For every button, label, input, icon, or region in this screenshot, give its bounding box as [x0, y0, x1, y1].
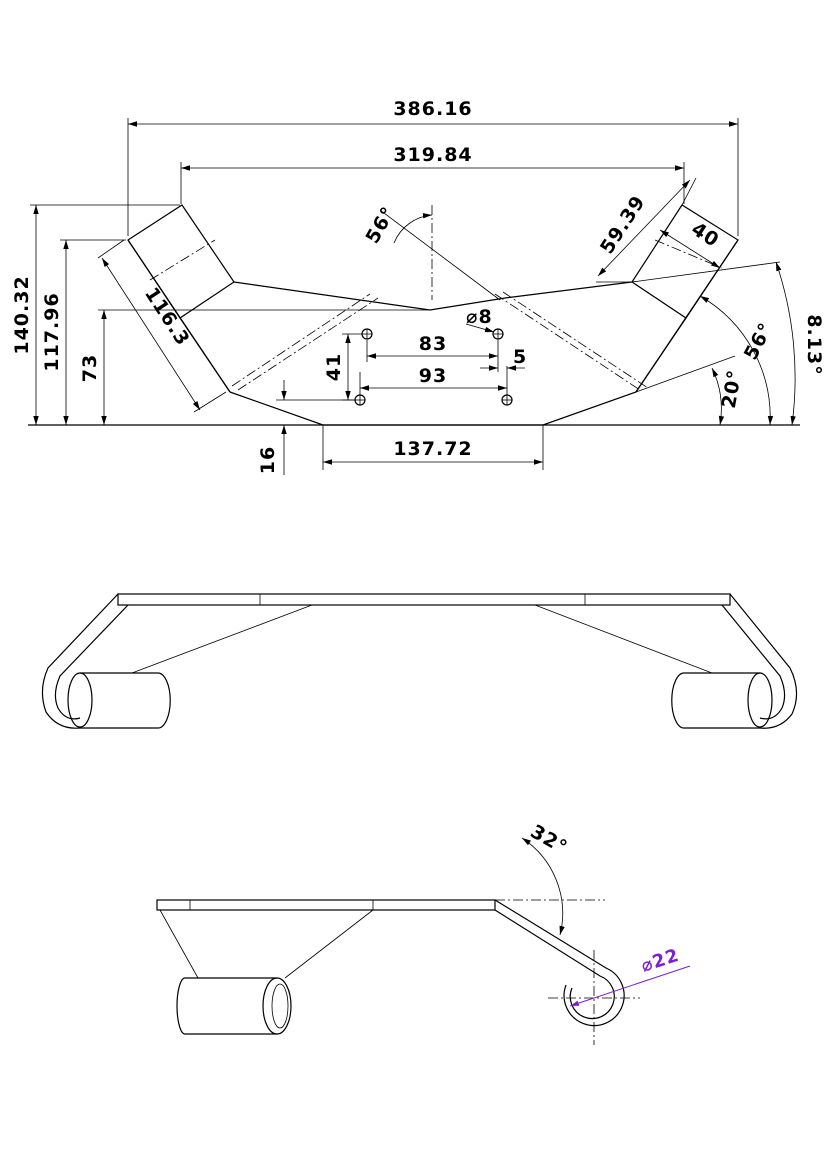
dim-wing-tip-line [659, 229, 721, 269]
dim-wing-length: 116.3 [140, 283, 194, 350]
front-view [41, 593, 798, 729]
right-bend-line-2 [502, 291, 649, 389]
angle-top: 56° [362, 203, 401, 248]
right-wing-outer [635, 239, 739, 393]
angle-arc-right [699, 295, 774, 426]
front-left-cylinder [67, 672, 171, 729]
dim-overall-width: 386.16 [393, 98, 472, 120]
dim-hole-offset: 5 [513, 346, 527, 368]
angle-right: 56° [740, 319, 778, 364]
dim-curl-diameter: ⌀22 [639, 945, 682, 977]
dim-wing-length-line [101, 257, 201, 411]
dim-hole-span-top: 83 [419, 333, 447, 355]
dim-hole-span-bottom: 93 [419, 365, 447, 387]
dim-wing-depth-line [597, 179, 691, 277]
dim-bottom-offset: 16 [257, 446, 279, 474]
dim-inner-width: 319.84 [393, 144, 472, 166]
side-hook-arm [494, 899, 625, 1027]
angle-arc-bottom [711, 367, 725, 426]
dim-height-total: 140.32 [11, 275, 33, 354]
dim-hole-diameter: ⌀8 [466, 306, 493, 328]
dim-hole-vertical: 41 [323, 353, 345, 381]
side-plate [156, 899, 496, 911]
left-bend-line-2 [237, 297, 379, 391]
dim-height-low: 73 [79, 354, 101, 382]
angle-ref-line [379, 209, 501, 301]
front-left-arm [41, 593, 119, 729]
body-top-edge [233, 281, 633, 311]
angle-arc-bend [521, 837, 565, 936]
dim-height-mid: 117.96 [41, 292, 63, 371]
front-right-arm [729, 593, 798, 729]
front-plate [117, 593, 731, 606]
right-bend-line [494, 293, 641, 391]
right-wing-tip [631, 204, 739, 319]
angle-bottom: 20° [718, 368, 746, 410]
angle-offset: 8.13° [803, 314, 825, 375]
left-wing-centerline [149, 239, 216, 281]
holes [354, 328, 513, 406]
side-right-brace [284, 909, 374, 979]
angle-arc-top [393, 213, 433, 244]
side-left-cylinder [176, 977, 292, 1035]
angle-bend: 32° [527, 821, 572, 860]
angle-arc-offset [775, 261, 796, 426]
left-bend-line [231, 293, 371, 387]
dim-curl-line [569, 965, 691, 1007]
front-left-brace [131, 604, 313, 674]
dim-bottom-width: 137.72 [393, 438, 472, 460]
front-right-brace [534, 604, 713, 674]
side-left-brace [159, 909, 199, 979]
side-view: 32° ⌀22 [156, 821, 691, 1045]
front-right-cylinder [671, 672, 773, 729]
top-view: 386.16 319.84 140.32 117.96 73 116.3 59.… [11, 98, 825, 475]
body-bottom-edge [229, 391, 637, 426]
dim-wing-depth: 59.39 [596, 191, 650, 258]
dim-wing-tip: 40 [687, 218, 723, 252]
